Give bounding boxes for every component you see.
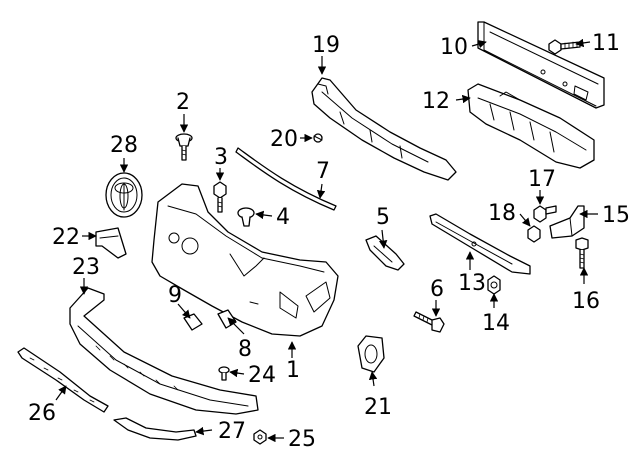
part-2-bolt — [175, 133, 193, 161]
callout-28: 28 — [110, 133, 138, 158]
part-11-bolt — [548, 39, 581, 55]
part-21-bezel — [357, 335, 385, 373]
part-9-cover — [183, 313, 203, 331]
callout-19: 19 — [312, 33, 340, 58]
leader-10 — [471, 40, 487, 49]
callout-27: 27 — [218, 419, 246, 444]
part-12-energy-absorber — [467, 83, 595, 169]
part-26-lower-strip — [17, 347, 109, 413]
leader-8 — [227, 317, 245, 335]
leader-12 — [455, 94, 471, 104]
callout-9: 9 — [168, 283, 182, 308]
leader-5 — [378, 229, 388, 249]
callout-8: 8 — [238, 337, 252, 362]
part-14-nut — [487, 275, 501, 295]
callout-26: 26 — [28, 401, 56, 426]
leader-4 — [255, 210, 273, 220]
part-4-clip — [237, 207, 255, 227]
part-22-bracket — [95, 227, 127, 259]
part-28-emblem — [105, 172, 143, 218]
callout-10: 10 — [440, 35, 468, 60]
callout-20: 20 — [270, 127, 298, 152]
callout-3: 3 — [214, 145, 228, 170]
callout-25: 25 — [288, 427, 316, 452]
part-6-bolt — [413, 311, 445, 333]
callout-15: 15 — [602, 203, 630, 228]
part-19-upper-retainer — [311, 77, 457, 181]
leader-21 — [368, 371, 378, 387]
callout-4: 4 — [276, 205, 290, 230]
part-18-nut — [527, 225, 541, 243]
part-7-molding — [235, 147, 337, 211]
callout-13: 13 — [458, 271, 486, 296]
callout-24: 24 — [248, 363, 276, 388]
callout-17: 17 — [528, 167, 556, 192]
leader-11 — [575, 38, 591, 48]
callout-labels: 1 2 3 4 5 6 7 8 9 10 11 12 13 14 15 16 1… — [28, 31, 630, 452]
part-25-nut — [253, 429, 267, 445]
part-5-bracket — [365, 235, 405, 271]
part-23-lower-spoiler — [69, 287, 259, 415]
leader-26 — [55, 385, 67, 401]
leader-24 — [229, 368, 245, 378]
callout-16: 16 — [572, 289, 600, 314]
callout-22: 22 — [52, 225, 80, 250]
part-1-bumper-cover — [151, 183, 339, 337]
leader-7 — [316, 183, 326, 199]
part-27-trim — [113, 417, 197, 441]
callout-11: 11 — [592, 31, 620, 56]
leader-27 — [195, 426, 213, 436]
callout-5: 5 — [376, 205, 390, 230]
callout-21: 21 — [364, 395, 392, 420]
leader-lines — [55, 38, 598, 443]
part-16-bolt — [575, 237, 589, 269]
callout-12: 12 — [422, 89, 450, 114]
part-17-bolt — [533, 205, 557, 223]
part-13-lower-bar — [429, 213, 531, 275]
callout-2: 2 — [176, 90, 190, 115]
part-3-bolt — [213, 181, 227, 213]
callout-18: 18 — [488, 201, 516, 226]
part-24-clip — [218, 366, 230, 381]
leader-9 — [177, 303, 191, 319]
leader-18 — [519, 213, 531, 227]
callout-6: 6 — [430, 277, 444, 302]
callout-14: 14 — [482, 311, 510, 336]
callout-7: 7 — [316, 159, 330, 184]
callout-1: 1 — [286, 358, 300, 383]
callout-23: 23 — [72, 255, 100, 280]
part-20-clip — [313, 133, 323, 143]
